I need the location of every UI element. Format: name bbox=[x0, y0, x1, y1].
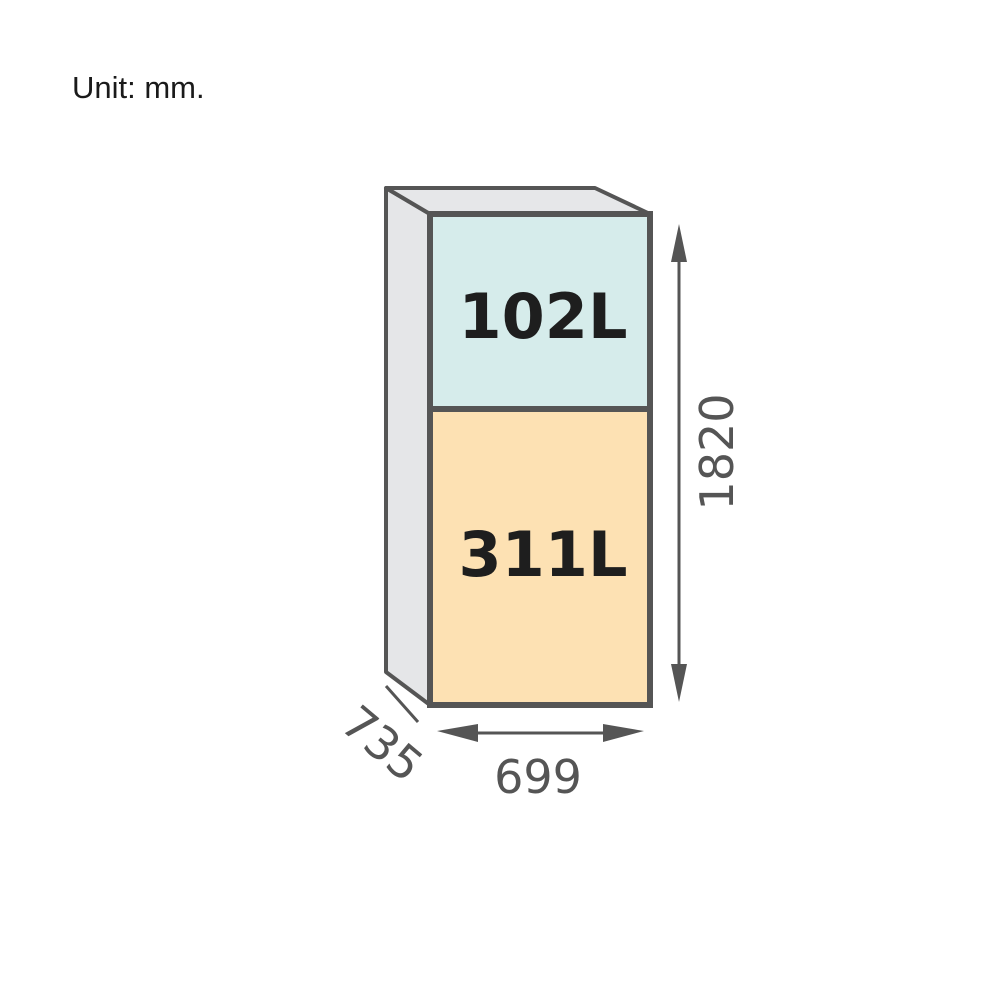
unit-label: Unit: mm. bbox=[72, 70, 205, 105]
fridge-top-panel bbox=[384, 186, 652, 216]
fridge-volume-label: 311L bbox=[459, 518, 628, 591]
width-dimension-label: 699 bbox=[494, 750, 582, 804]
freezer-volume-label: 102L bbox=[459, 280, 628, 353]
fridge-compartment bbox=[427, 406, 653, 708]
fridge-side-panel bbox=[384, 186, 432, 707]
depth-dimension-line bbox=[384, 685, 420, 723]
depth-dimension-label: 735 bbox=[331, 695, 433, 793]
width-dimension-line bbox=[437, 724, 644, 742]
freezer-compartment bbox=[427, 211, 653, 412]
height-dimension-line bbox=[671, 224, 687, 702]
height-dimension-label: 1820 bbox=[690, 393, 744, 510]
